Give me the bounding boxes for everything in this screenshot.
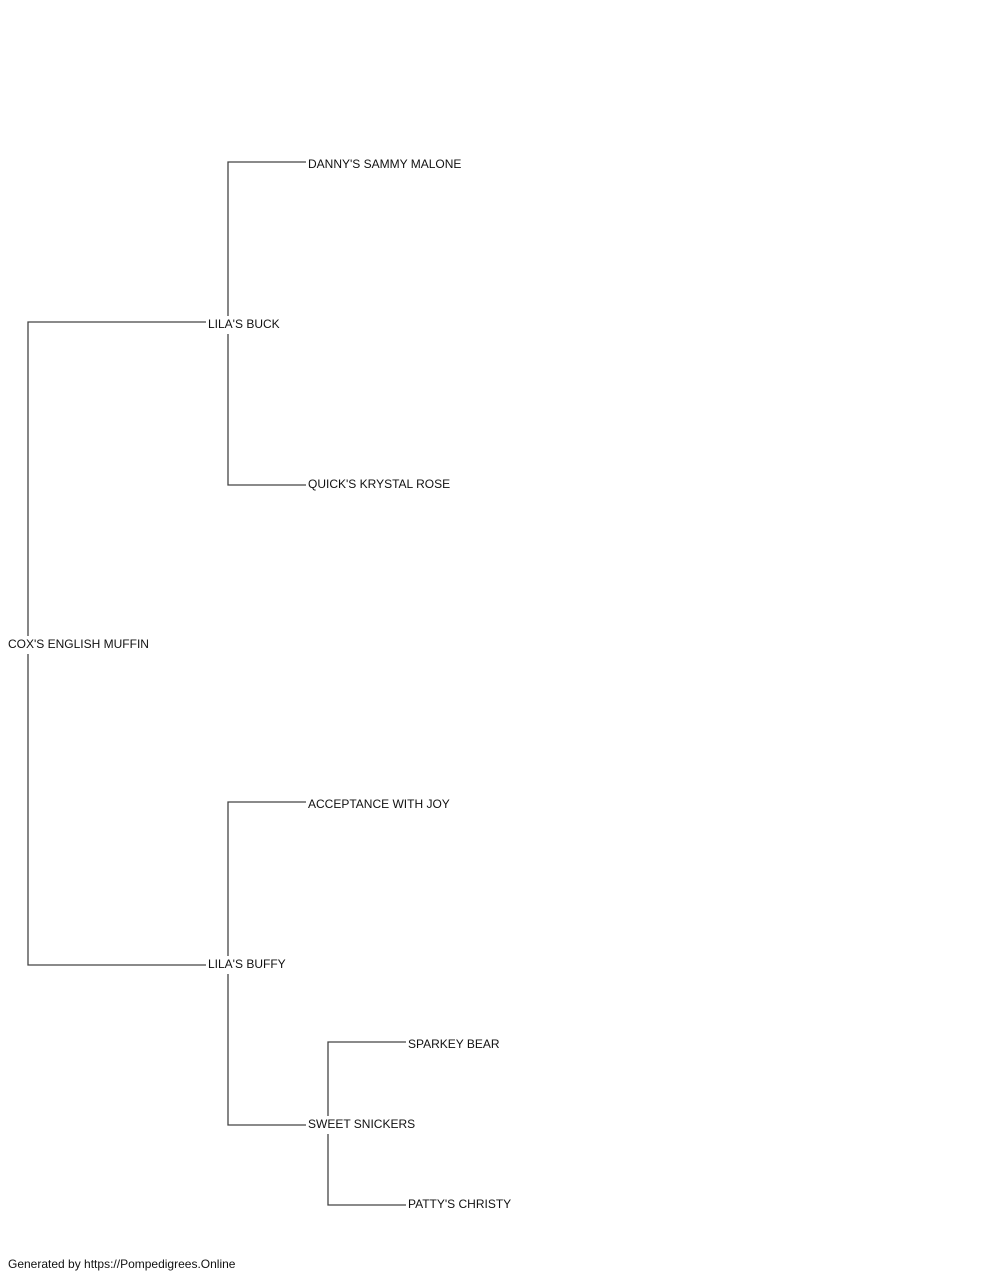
- connector-subject-sire: [27, 321, 206, 636]
- node-dam-dam: SWEET SNICKERS: [308, 1117, 416, 1131]
- node-subject: COX'S ENGLISH MUFFIN: [8, 637, 149, 651]
- connector-damdam-sire: [327, 1041, 406, 1116]
- node-dam: LILA'S BUFFY: [208, 957, 286, 971]
- node-damdam-sire: SPARKEY BEAR: [408, 1037, 500, 1051]
- node-dam-sire: ACCEPTANCE WITH JOY: [308, 797, 450, 811]
- connector-dam-sire: [227, 801, 306, 956]
- connector-subject-dam: [27, 654, 206, 966]
- connector-dam-dam: [227, 974, 306, 1126]
- node-damdam-dam: PATTY'S CHRISTY: [408, 1197, 512, 1211]
- footer-credit: Generated by https://Pompedigrees.Online: [8, 1257, 236, 1271]
- node-sire-dam: QUICK'S KRYSTAL ROSE: [308, 477, 451, 491]
- connector-sire-sire: [227, 161, 306, 316]
- connector-sire-dam: [227, 334, 306, 486]
- node-sire-sire: DANNY'S SAMMY MALONE: [308, 157, 462, 171]
- connector-damdam-dam: [327, 1134, 406, 1206]
- node-sire: LILA'S BUCK: [208, 317, 280, 331]
